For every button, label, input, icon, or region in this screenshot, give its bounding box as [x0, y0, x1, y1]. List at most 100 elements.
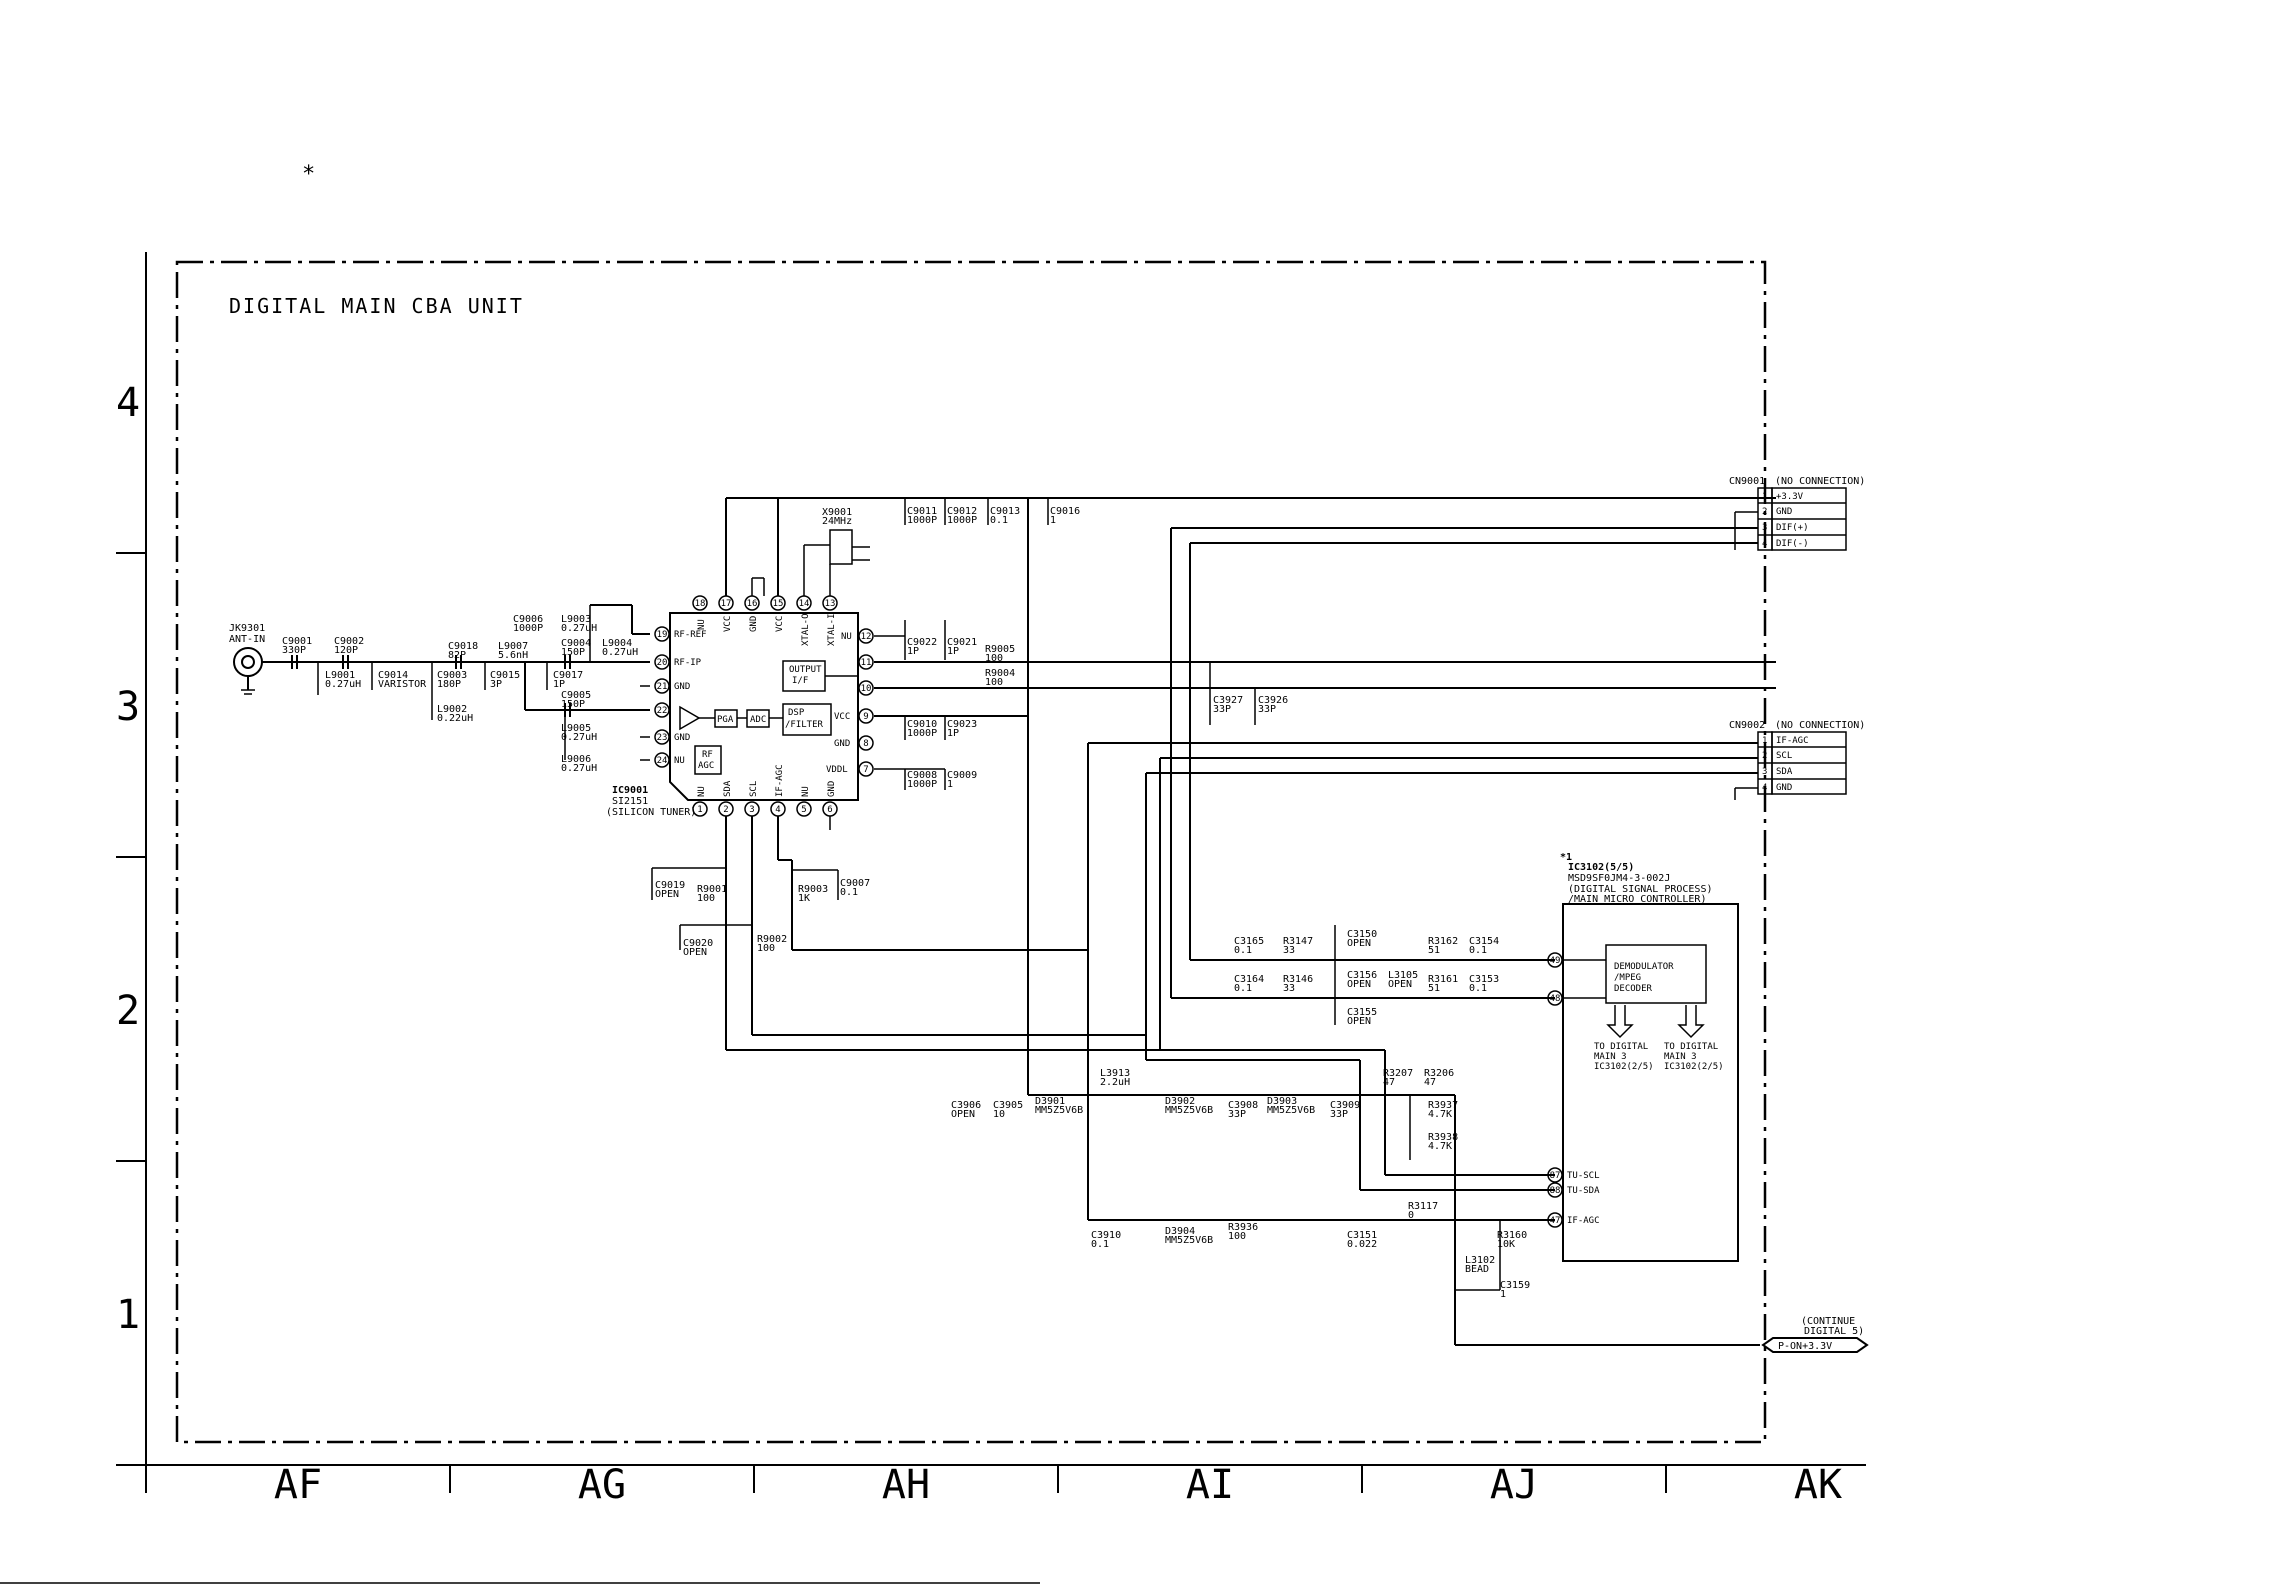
svg-text:C9016: C9016 [1050, 506, 1080, 517]
svg-text:VCC: VCC [723, 616, 733, 632]
svg-text:47: 47 [1424, 1077, 1436, 1088]
svg-text:L9006: L9006 [561, 754, 591, 765]
continue-line2: DIGITAL 5) [1804, 1326, 1864, 1337]
svg-text:0.022: 0.022 [1347, 1239, 1377, 1250]
svg-text:OPEN: OPEN [1347, 979, 1371, 990]
svg-text:MM5Z5V6B: MM5Z5V6B [1035, 1105, 1083, 1116]
col-label-aj: AJ [1490, 1462, 1538, 1508]
svg-text:150P: 150P [561, 647, 585, 658]
svg-text:L9002: L9002 [437, 704, 467, 715]
svg-text:12: 12 [861, 632, 872, 642]
unit-frame [175, 260, 1767, 1444]
svg-text:1: 1 [1762, 736, 1767, 746]
svg-text:C3926: C3926 [1258, 695, 1288, 706]
svg-text:1: 1 [1762, 492, 1767, 502]
svg-text:NU: NU [697, 786, 707, 797]
svg-text:R3147: R3147 [1283, 936, 1313, 947]
svg-text:0.27uH: 0.27uH [602, 647, 638, 658]
svg-text:GND: GND [1776, 507, 1792, 517]
svg-text:C3906: C3906 [951, 1100, 981, 1111]
svg-text:OPEN: OPEN [951, 1109, 975, 1120]
svg-text:C3164: C3164 [1234, 974, 1264, 985]
blk-output: OUTPUT [789, 665, 822, 675]
svg-text:C3153: C3153 [1469, 974, 1499, 985]
svg-text:C9008: C9008 [907, 770, 937, 781]
svg-text:9: 9 [863, 712, 868, 722]
svg-text:150P: 150P [561, 699, 585, 710]
blk-adc: ADC [750, 715, 766, 725]
svg-text:C9015: C9015 [490, 670, 520, 681]
ic3102-ref: IC3102(5/5) [1568, 862, 1634, 873]
svg-text:NU: NU [841, 632, 852, 642]
svg-text:21: 21 [657, 682, 668, 692]
svg-text:0.1: 0.1 [1469, 983, 1487, 994]
svg-text:3: 3 [749, 805, 754, 815]
ic3102-part: MSD9SF0JM4-3-002J [1568, 873, 1670, 884]
svg-text:33P: 33P [1330, 1109, 1348, 1120]
svg-text:D3903: D3903 [1267, 1096, 1297, 1107]
svg-text:C3156: C3156 [1347, 970, 1377, 981]
svg-text:GND: GND [749, 616, 759, 632]
svg-text:51: 51 [1428, 945, 1440, 956]
svg-text:GND: GND [834, 739, 850, 749]
svg-text:100: 100 [757, 943, 775, 954]
svg-text:R3936: R3936 [1228, 1222, 1258, 1233]
demod-block [1605, 944, 1707, 1004]
tuner-bottom-pins: 1 2 3 4 5 6 NU SDA SCL IF-AGC NU GND [692, 764, 838, 817]
svg-text:C9007: C9007 [840, 878, 870, 889]
continue-flag [1761, 1337, 1869, 1353]
svg-text:C3909: C3909 [1330, 1100, 1360, 1111]
svg-text:1000P: 1000P [907, 515, 937, 526]
tuner-top-pins: 18 17 16 15 14 13 NU VCC GND VCC XTAL-O … [692, 595, 838, 646]
svg-text:4: 4 [1762, 783, 1767, 793]
svg-text:R9004: R9004 [985, 668, 1015, 679]
svg-text:8: 8 [863, 739, 868, 749]
svg-text:0.22uH: 0.22uH [437, 713, 473, 724]
tuner-left-pins: 19 20 21 22 23 24 RF-REF RF-IP GND GND N… [654, 626, 707, 768]
svg-text:C3908: C3908 [1228, 1100, 1258, 1111]
blk-agc2: AGC [698, 761, 714, 771]
svg-text:16: 16 [747, 599, 758, 609]
ic3102-pins: 49 48 87 88 47 TU-SCL TU-SDA IF-AGC [1547, 952, 1600, 1228]
svg-text:OPEN: OPEN [655, 889, 679, 900]
svg-text:22: 22 [657, 706, 668, 716]
svg-text:10: 10 [861, 684, 872, 694]
blk-dsp2: /FILTER [785, 720, 824, 730]
svg-text:33: 33 [1283, 945, 1295, 956]
svg-text:0.27uH: 0.27uH [561, 732, 597, 743]
svg-text:L9005: L9005 [561, 723, 591, 734]
svg-text:5: 5 [801, 805, 806, 815]
svg-text:R3117: R3117 [1408, 1201, 1438, 1212]
svg-text:C9004: C9004 [561, 638, 591, 649]
svg-text:0.27uH: 0.27uH [561, 623, 597, 634]
demod-output-arrows [1563, 959, 1705, 1039]
svg-text:R3161: R3161 [1428, 974, 1458, 985]
svg-text:XTAL-I: XTAL-I [827, 613, 837, 646]
out1-line-2: MAIN 3 [1594, 1052, 1627, 1062]
row-label-3: 3 [116, 684, 140, 730]
out2-line-2: MAIN 3 [1664, 1052, 1697, 1062]
ant-jack [233, 647, 263, 695]
svg-text:33: 33 [1283, 983, 1295, 994]
svg-text:C9021: C9021 [947, 637, 977, 648]
svg-text:NU: NU [801, 786, 811, 797]
svg-text:GND: GND [1776, 783, 1792, 793]
svg-text:C3905: C3905 [993, 1100, 1023, 1111]
svg-text:1P: 1P [947, 646, 959, 657]
tuner-part: SI2151 [612, 796, 648, 807]
svg-text:MM5Z5V6B: MM5Z5V6B [1165, 1235, 1213, 1246]
svg-text:SCL: SCL [1776, 751, 1792, 761]
svg-text:C3155: C3155 [1347, 1007, 1377, 1018]
continue-signal: P-ON+3.3V [1778, 1341, 1832, 1352]
svg-text:1P: 1P [907, 646, 919, 657]
svg-text:C9017: C9017 [553, 670, 583, 681]
svg-text:120P: 120P [334, 645, 358, 656]
svg-text:IF-AGC: IF-AGC [1567, 1216, 1600, 1226]
col-ticks [145, 1465, 1667, 1493]
svg-text:MM5Z5V6B: MM5Z5V6B [1165, 1105, 1213, 1116]
svg-text:88: 88 [1550, 1186, 1561, 1196]
tuner-right-pins: 12 11 10 9 8 7 NU VCC GND VDDL [826, 628, 874, 777]
svg-text:C9022: C9022 [907, 637, 937, 648]
svg-text:2: 2 [723, 805, 728, 815]
svg-text:C9018: C9018 [448, 641, 478, 652]
